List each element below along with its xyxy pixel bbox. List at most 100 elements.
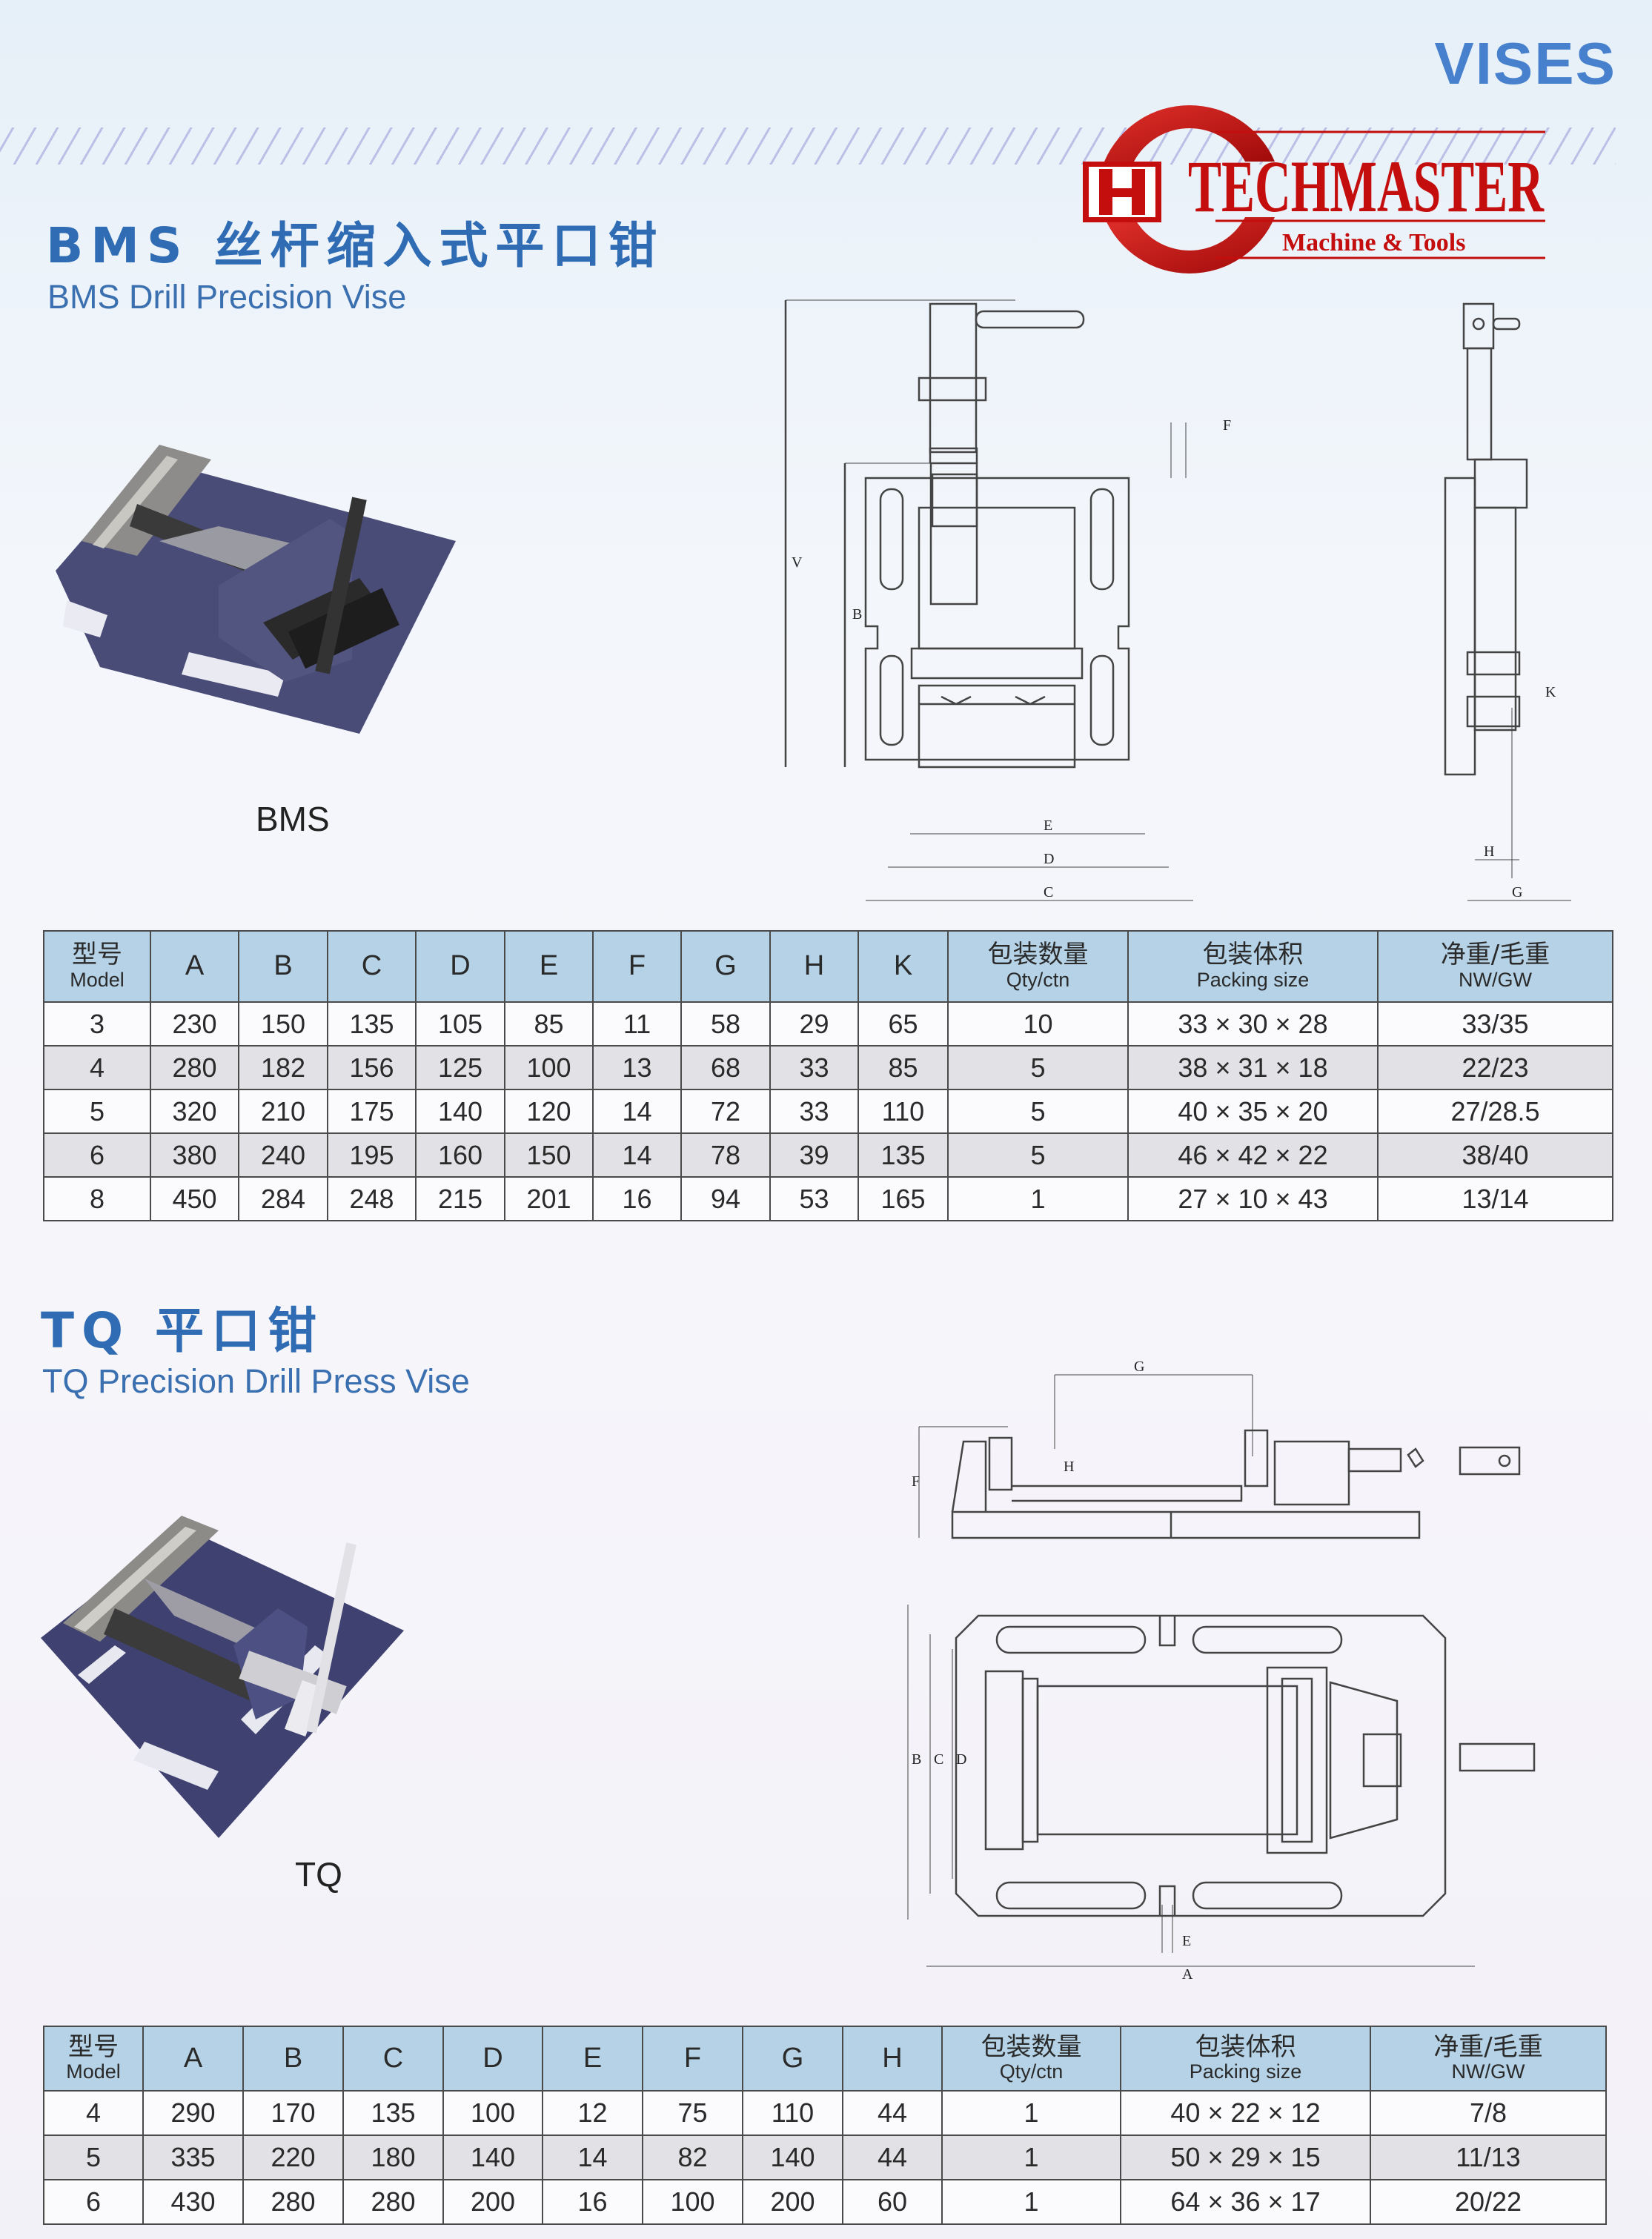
dim-label-h: H bbox=[1064, 1459, 1074, 1475]
table-cell: 280 bbox=[150, 1045, 239, 1090]
table-cell: 248 bbox=[327, 1176, 417, 1221]
table-cell: 38 × 31 × 18 bbox=[1127, 1045, 1379, 1090]
tq-title-en: TQ Precision Drill Press Vise bbox=[42, 1362, 470, 1400]
table-cell: 280 bbox=[342, 2179, 444, 2225]
table-cell: 200 bbox=[742, 2179, 843, 2225]
table-cell: 40 × 22 × 12 bbox=[1120, 2090, 1371, 2136]
table-cell: 12 bbox=[542, 2090, 643, 2136]
bms-title-en: BMS Drill Precision Vise bbox=[47, 278, 407, 316]
bms-technical-drawing: V B F K E D C H G bbox=[784, 299, 1571, 901]
table-cell: 44 bbox=[842, 2134, 943, 2180]
table-cell: 68 bbox=[680, 1045, 771, 1090]
table-cell: 170 bbox=[242, 2090, 344, 2136]
table-cell: 94 bbox=[680, 1176, 771, 1221]
table-cell: 290 bbox=[142, 2090, 244, 2136]
table-cell: 38/40 bbox=[1377, 1132, 1613, 1178]
table-cell: 22/23 bbox=[1377, 1045, 1613, 1090]
tq-photo-caption: TQ bbox=[295, 1855, 342, 1894]
column-header-en: Qty/ctn bbox=[999, 2060, 1064, 2083]
table-cell: 16 bbox=[592, 1176, 682, 1221]
table-cell: 201 bbox=[504, 1176, 594, 1221]
table-cell: 100 bbox=[642, 2179, 743, 2225]
table-cell: 1 bbox=[941, 2090, 1121, 2136]
table-cell: 50 × 29 × 15 bbox=[1120, 2134, 1371, 2180]
decorative-hatch-band bbox=[0, 127, 1616, 165]
table-cell: 150 bbox=[504, 1132, 594, 1178]
table-cell: 33 × 30 × 28 bbox=[1127, 1001, 1379, 1046]
table-cell: 11 bbox=[592, 1001, 682, 1046]
table-cell: 27/28.5 bbox=[1377, 1089, 1613, 1134]
table-cell: 78 bbox=[680, 1132, 771, 1178]
table-cell: 380 bbox=[150, 1132, 239, 1178]
table-cell: 14 bbox=[592, 1132, 682, 1178]
logo-wordmark: TECHMASTER bbox=[1188, 145, 1545, 228]
techmaster-logo: TECHMASTER Machine & Tools bbox=[1083, 105, 1545, 274]
dim-label-e: E bbox=[1182, 1933, 1191, 1949]
dim-label-a: A bbox=[1182, 1966, 1193, 1983]
table-cell: 75 bbox=[642, 2090, 743, 2136]
table-cell: 10 bbox=[947, 1001, 1129, 1046]
tq-technical-drawing: G F H B C D E A bbox=[907, 1360, 1536, 1983]
column-header: A bbox=[142, 2026, 244, 2092]
column-header: K bbox=[857, 930, 949, 1003]
table-cell: 53 bbox=[769, 1176, 859, 1221]
column-header-en: Qty/ctn bbox=[1006, 968, 1070, 991]
table-cell: 85 bbox=[504, 1001, 594, 1046]
table-cell: 82 bbox=[642, 2134, 743, 2180]
dim-label-k: K bbox=[1545, 684, 1556, 700]
column-header: F bbox=[642, 2026, 743, 2092]
table-cell: 180 bbox=[342, 2134, 444, 2180]
table-cell: 8 bbox=[43, 1176, 151, 1221]
dim-label-d: D bbox=[956, 1751, 966, 1768]
table-cell: 4 bbox=[43, 2090, 144, 2136]
table-cell: 320 bbox=[150, 1089, 239, 1134]
table-cell: 140 bbox=[415, 1089, 505, 1134]
table-cell: 20/22 bbox=[1370, 2179, 1607, 2225]
column-header: B bbox=[238, 930, 328, 1003]
bms-vise-photo bbox=[56, 445, 456, 734]
table-cell: 1 bbox=[947, 1176, 1129, 1221]
column-header-en: Model bbox=[70, 968, 125, 991]
column-header-cn: 包装体积 bbox=[1195, 2031, 1296, 2062]
table-cell: 156 bbox=[327, 1045, 417, 1090]
table-cell: 16 bbox=[542, 2179, 643, 2225]
table-cell: 5 bbox=[947, 1132, 1129, 1178]
table-cell: 175 bbox=[327, 1089, 417, 1134]
logo-tagline: Machine & Tools bbox=[1282, 229, 1465, 256]
column-header: H bbox=[842, 2026, 943, 2092]
table-cell: 46 × 42 × 22 bbox=[1127, 1132, 1379, 1178]
column-header-en: NW/GW bbox=[1451, 2060, 1525, 2083]
table-cell: 450 bbox=[150, 1176, 239, 1221]
column-header: F bbox=[592, 930, 682, 1003]
column-header-cn: 型号 bbox=[72, 940, 122, 970]
tq-title-cn: TQ 平口钳 bbox=[41, 1302, 325, 1359]
table-cell: 165 bbox=[857, 1176, 949, 1221]
column-header: C bbox=[342, 2026, 444, 2092]
dim-label-g: G bbox=[1512, 884, 1522, 900]
column-header: G bbox=[680, 930, 771, 1003]
table-cell: 29 bbox=[769, 1001, 859, 1046]
table-cell: 220 bbox=[242, 2134, 344, 2180]
column-header: E bbox=[542, 2026, 643, 2092]
table-cell: 5 bbox=[43, 1089, 151, 1134]
table-cell: 105 bbox=[415, 1001, 505, 1046]
dim-label-g: G bbox=[1134, 1360, 1144, 1375]
table-cell: 210 bbox=[238, 1089, 328, 1134]
table-cell: 33 bbox=[769, 1045, 859, 1090]
table-cell: 85 bbox=[857, 1045, 949, 1090]
dim-label-c: C bbox=[1044, 884, 1053, 900]
table-cell: 39 bbox=[769, 1132, 859, 1178]
table-cell: 135 bbox=[327, 1001, 417, 1046]
table-cell: 230 bbox=[150, 1001, 239, 1046]
